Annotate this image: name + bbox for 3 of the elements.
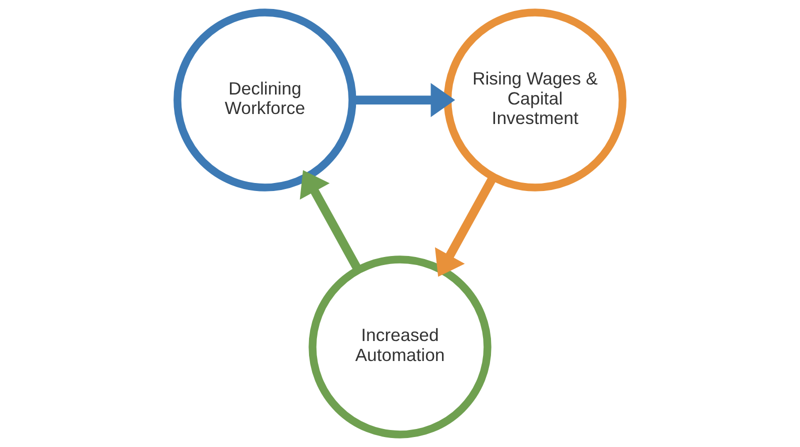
node-circle: Declining Workforce (174, 8, 356, 192)
node-circle: Increased Automation (308, 256, 492, 438)
node-circle: Rising Wages & Capital Investment (444, 8, 626, 192)
